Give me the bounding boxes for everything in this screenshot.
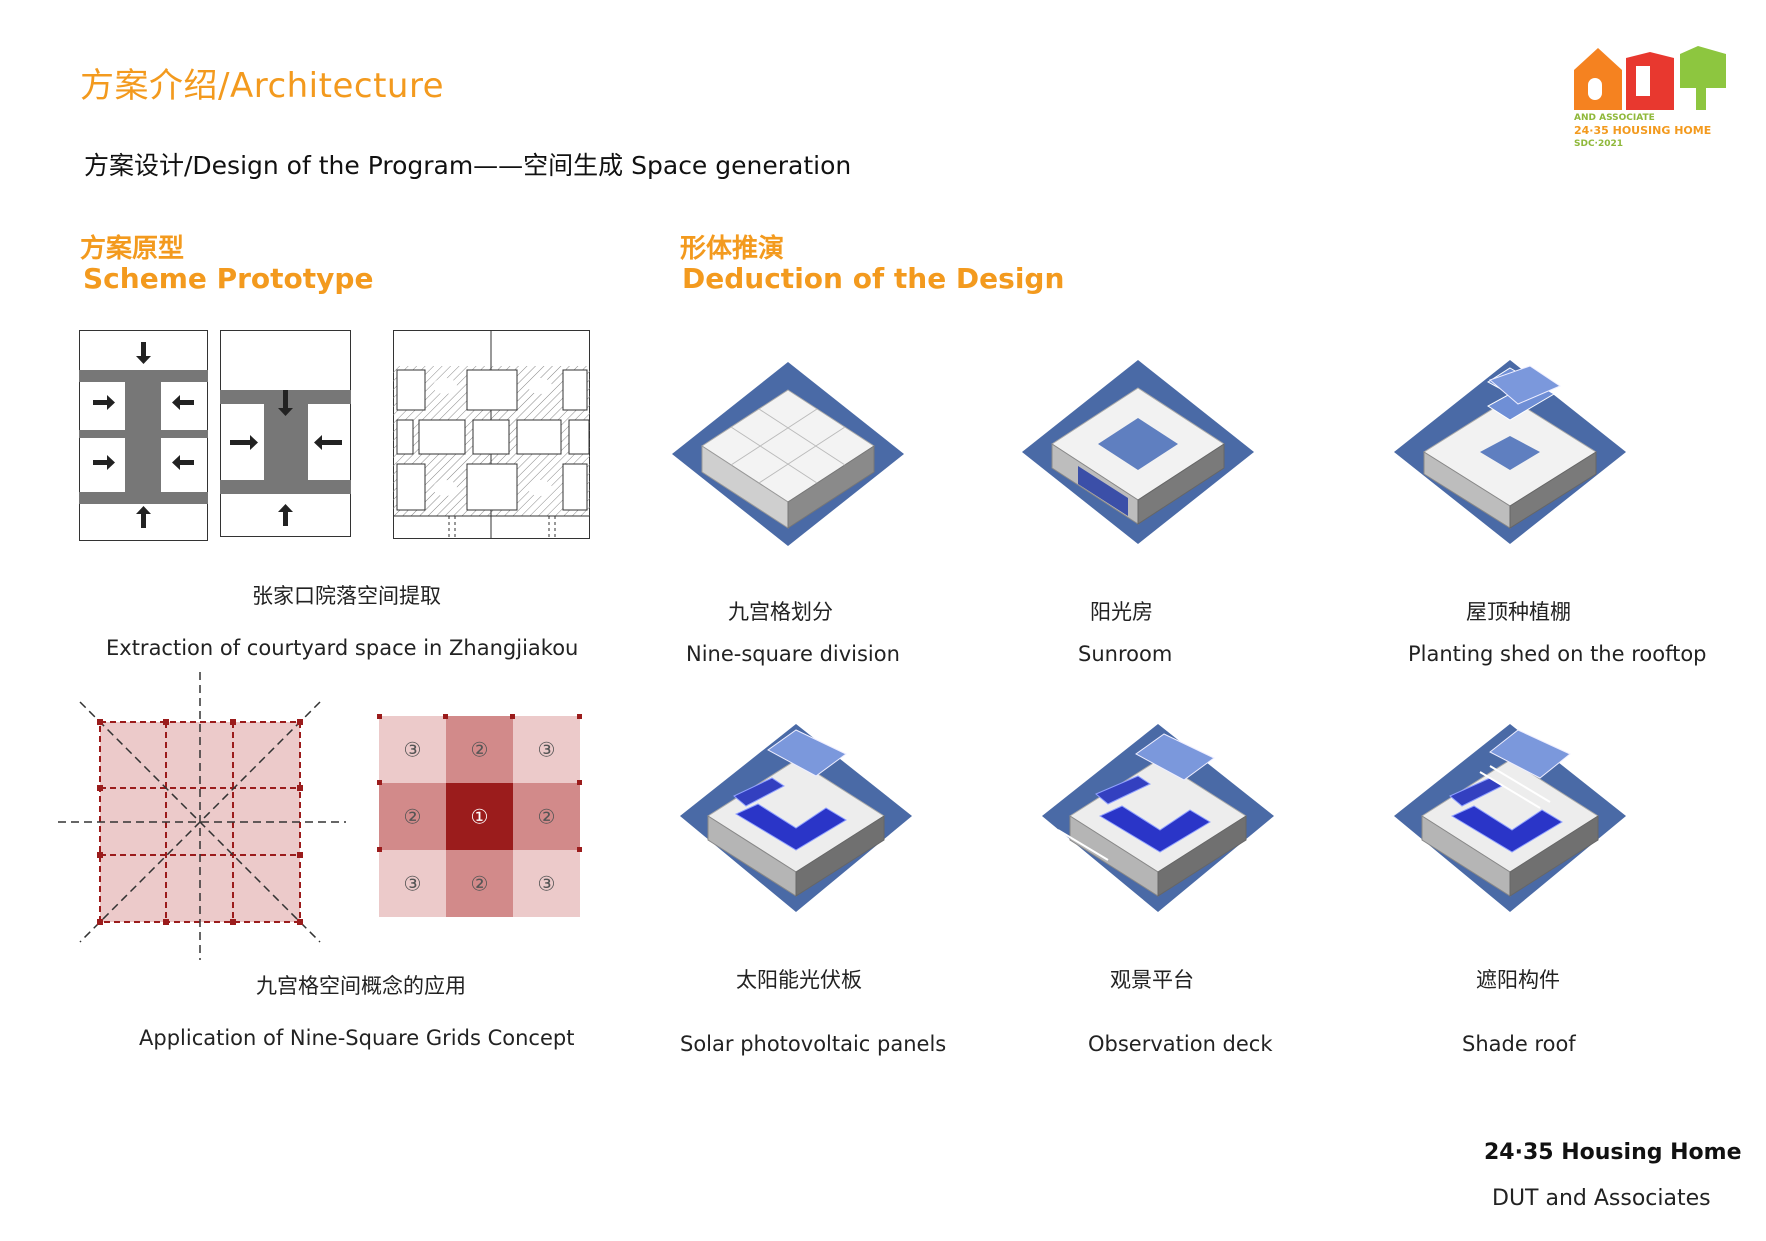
model-observation-deck	[1042, 724, 1274, 912]
ninegrid-cell	[379, 783, 446, 850]
ninegrid-caption-zh: 九宫格空间概念的应用	[256, 974, 466, 998]
model-solar-panels	[680, 724, 912, 912]
ninegrid-cell-label: ③	[404, 872, 422, 896]
ninegrid-cell-label: ③	[538, 872, 556, 896]
step-nine-square-en: Nine-square division	[686, 642, 900, 666]
courtyard-diagram-2	[220, 330, 351, 537]
step-planting-shed-en: Planting shed on the rooftop	[1408, 642, 1707, 666]
ninegrid-cell	[379, 716, 446, 783]
logo-house-icon	[1574, 46, 1726, 110]
ninegrid-cell-label: ③	[404, 738, 422, 762]
logo: AND ASSOCIATE 24·35 HOUSING HOME SDC·202…	[1572, 40, 1728, 150]
step-solar-en: Solar photovoltaic panels	[680, 1032, 947, 1056]
step-deck-zh: 观景平台	[1110, 968, 1194, 992]
ninegrid-caption-en: Application of Nine-Square Grids Concept	[139, 1026, 575, 1050]
page-subtitle: 方案设计/Design of the Program——空间生成 Space g…	[84, 151, 852, 180]
extraction-caption-en: Extraction of courtyard space in Zhangji…	[106, 636, 579, 660]
ninegrid-cell-label: ②	[404, 805, 422, 829]
step-shade-zh: 遮阳构件	[1476, 968, 1560, 992]
ninegrid-cell	[446, 850, 513, 917]
logo-line3: SDC·2021	[1574, 139, 1624, 149]
extraction-caption-zh: 张家口院落空间提取	[252, 584, 441, 608]
ninegrid-cell-label: ②	[471, 872, 489, 896]
ninegrid-cell	[379, 850, 446, 917]
footer-project: 24·35 Housing Home	[1484, 1140, 1742, 1165]
logo-line2: 24·35 HOUSING HOME	[1574, 124, 1712, 137]
step-shade-en: Shade roof	[1462, 1032, 1576, 1056]
ninegrid-concept-diagram	[58, 672, 346, 960]
ninegrid-cell	[446, 783, 513, 850]
model-nine-square	[672, 362, 904, 546]
ninegrid-cell	[513, 850, 580, 917]
step-planting-shed-zh: 屋顶种植棚	[1466, 600, 1571, 624]
prototype-title-en: Scheme Prototype	[83, 262, 374, 295]
step-sunroom-en: Sunroom	[1078, 642, 1173, 666]
courtyard-diagram-3	[393, 330, 590, 539]
ninegrid-cell-label: ②	[471, 738, 489, 762]
step-nine-square-zh: 九宫格划分	[728, 600, 833, 624]
model-shade-roof	[1394, 724, 1626, 912]
step-sunroom-zh: 阳光房	[1090, 600, 1153, 624]
step-solar-zh: 太阳能光伏板	[736, 968, 862, 992]
ninegrid-cell	[446, 716, 513, 783]
logo-line1: AND ASSOCIATE	[1574, 113, 1655, 123]
deduction-title-en: Deduction of the Design	[682, 262, 1065, 295]
step-deck-en: Observation deck	[1088, 1032, 1273, 1056]
model-sunroom	[1022, 360, 1254, 544]
ninegrid-cell	[513, 716, 580, 783]
ninegrid-cell-label: ③	[538, 738, 556, 762]
ninegrid-cell-label: ①	[471, 805, 489, 829]
deduction-title-zh: 形体推演	[680, 234, 785, 264]
model-planting-shed	[1394, 360, 1626, 544]
ninegrid-cell-label: ②	[538, 805, 556, 829]
prototype-title-zh: 方案原型	[80, 234, 185, 264]
page-title: 方案介绍/Architecture	[80, 66, 445, 106]
ninegrid-cell	[513, 783, 580, 850]
footer-team: DUT and Associates	[1492, 1186, 1711, 1211]
courtyard-diagram-1	[79, 330, 208, 541]
ninegrid-number-diagram: ③ ② ③ ② ① ② ③ ② ③	[377, 714, 582, 917]
